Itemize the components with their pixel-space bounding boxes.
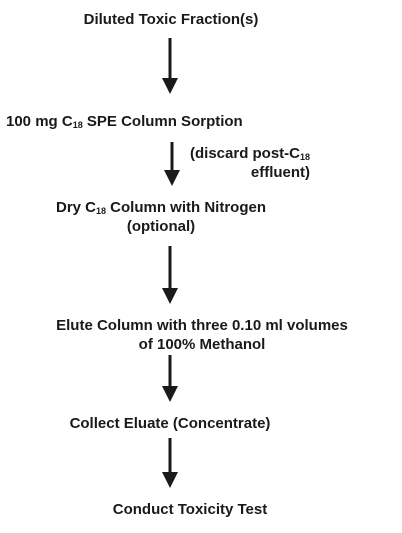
arrow-3	[162, 246, 178, 304]
step-2-suffix: SPE Column Sorption	[82, 113, 243, 130]
step-spe-column-sorption: 100 mg C18 SPE Column Sorption	[6, 112, 243, 131]
side-note-line-1: (discard post-C18	[190, 145, 311, 162]
side-note-line-2: effluent)	[250, 164, 311, 181]
step-4-line-2: of 100% Methanol	[138, 336, 266, 353]
arrow-5	[162, 438, 178, 488]
step-collect-eluate: Collect Eluate (Concentrate)	[69, 415, 271, 432]
step-3-line-2: (optional)	[126, 218, 196, 235]
arrow-1	[162, 38, 178, 94]
step-2-prefix: 100 mg C	[6, 113, 73, 130]
side-note-discard-effluent: (discard post-C18 effluent)	[190, 144, 310, 182]
step-elute-column: Elute Column with three 0.10 ml volumes …	[12, 316, 392, 354]
step-3-line-1: Dry C18 Column with Nitrogen	[55, 199, 266, 216]
arrow-4	[162, 355, 178, 402]
step-2-subscript: 18	[72, 120, 83, 130]
step-4-line-1: Elute Column with three 0.10 ml volumes	[56, 317, 348, 334]
step-conduct-toxicity-test: Conduct Toxicity Test	[112, 501, 268, 518]
step-diluted-toxic-fractions: Diluted Toxic Fraction(s)	[83, 11, 259, 28]
arrow-2	[164, 142, 180, 186]
step-dry-column: Dry C18 Column with Nitrogen (optional)	[6, 198, 316, 236]
